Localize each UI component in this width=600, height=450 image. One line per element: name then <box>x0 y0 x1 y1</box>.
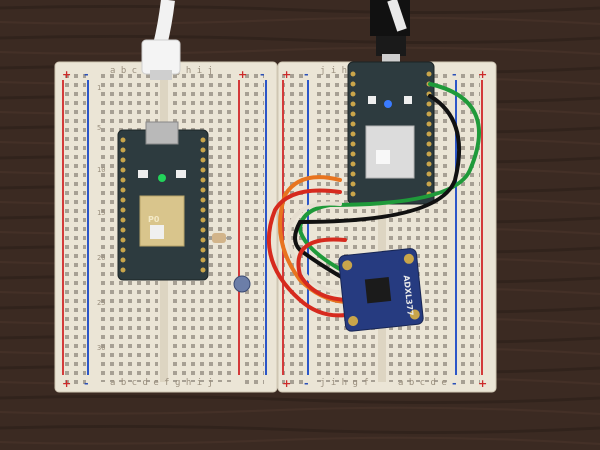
left-rail-plus-bottom: + <box>62 377 71 390</box>
left-photon-board: P0 <box>117 121 209 281</box>
right-photon-led <box>384 100 392 108</box>
row-number: 5 <box>97 124 101 132</box>
right-rail-minus-top: - <box>304 68 309 81</box>
row-number: 1 <box>97 84 101 92</box>
left-rail-minus-top: - <box>84 68 89 81</box>
wire-red-2 <box>296 237 352 302</box>
usb-cable-right <box>370 0 410 64</box>
resistor <box>208 233 232 243</box>
row-number: 30 <box>97 344 105 352</box>
row-number: 15 <box>97 209 105 217</box>
right-rail-minus-bottom: - <box>304 377 309 390</box>
wire-red <box>266 188 348 318</box>
wire-green <box>297 82 481 274</box>
wires <box>266 82 481 318</box>
far-right-rail-minus-top: - <box>452 68 457 81</box>
left-rail2-minus-top: - <box>260 68 265 81</box>
row-number: 20 <box>97 254 105 262</box>
far-right-rail-minus-bottom: - <box>452 377 457 390</box>
right-letters-top: j i h g f <box>320 66 369 76</box>
left-rail-minus-bottom: - <box>84 377 89 390</box>
right-letters-bottom: j i h g f <box>320 378 369 388</box>
left-photon-led <box>158 174 166 182</box>
left-rail2-plus-top: + <box>238 68 247 81</box>
far-right-letters-bottom: a b c d e <box>398 378 447 388</box>
row-number: 25 <box>97 299 105 307</box>
accelerometer-label: ADXL377 <box>402 275 415 317</box>
right-photon-board <box>347 61 435 205</box>
left-rail-plus-top: + <box>62 68 71 81</box>
accelerometer-module: ADXL377 <box>338 248 424 332</box>
right-rail-plus-bottom: + <box>282 377 291 390</box>
photoresistor <box>233 275 251 293</box>
wire-black <box>293 94 462 284</box>
left-letters-bottom: a b c d e f g h i j <box>110 378 213 388</box>
wire-white <box>287 201 352 295</box>
left-photon-chip-label: P0 <box>148 215 160 224</box>
row-number: 10 <box>97 166 105 174</box>
left-row-numbers: 1 5 10 15 20 25 30 <box>97 84 105 352</box>
usb-cable-left <box>141 0 181 80</box>
far-right-rail-plus-top: + <box>478 68 487 81</box>
far-right-rail-plus-bottom: + <box>478 377 487 390</box>
right-rail-plus-top: + <box>282 68 291 81</box>
